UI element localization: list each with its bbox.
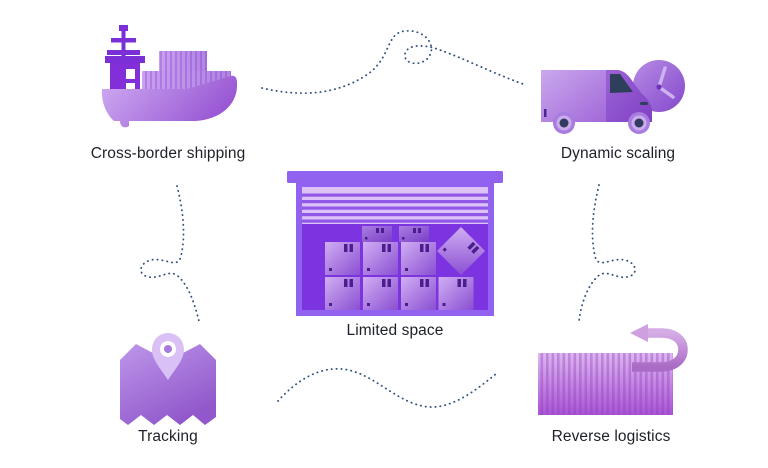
connector-left-loop [140,185,200,322]
tracking-label: Tracking [138,428,198,445]
truck-wheels [553,112,650,134]
container-return-arrow-icon [538,324,688,415]
tilted-box [436,226,486,276]
warehouse-bottom-row [325,277,474,310]
space-label: Limited space [346,322,444,339]
connector-right-loop [578,184,636,322]
warehouse-shutter [302,187,488,224]
warehouse-back-boxes [362,226,429,242]
shipping-label: Cross-border shipping [90,145,246,162]
connector-bottom-wave [277,368,498,408]
reverse-label: Reverse logistics [551,428,671,445]
location-pin [152,333,184,380]
warehouse-middle-row [325,242,436,275]
warehouse-boxes-icon [287,171,503,316]
scaling-label: Dynamic scaling [560,145,676,162]
truck-clock-icon [541,60,685,134]
return-arrow [630,324,688,372]
cargo-ship-icon [101,25,238,128]
map-pin-icon [120,333,216,425]
connector-top-loop [261,30,524,95]
